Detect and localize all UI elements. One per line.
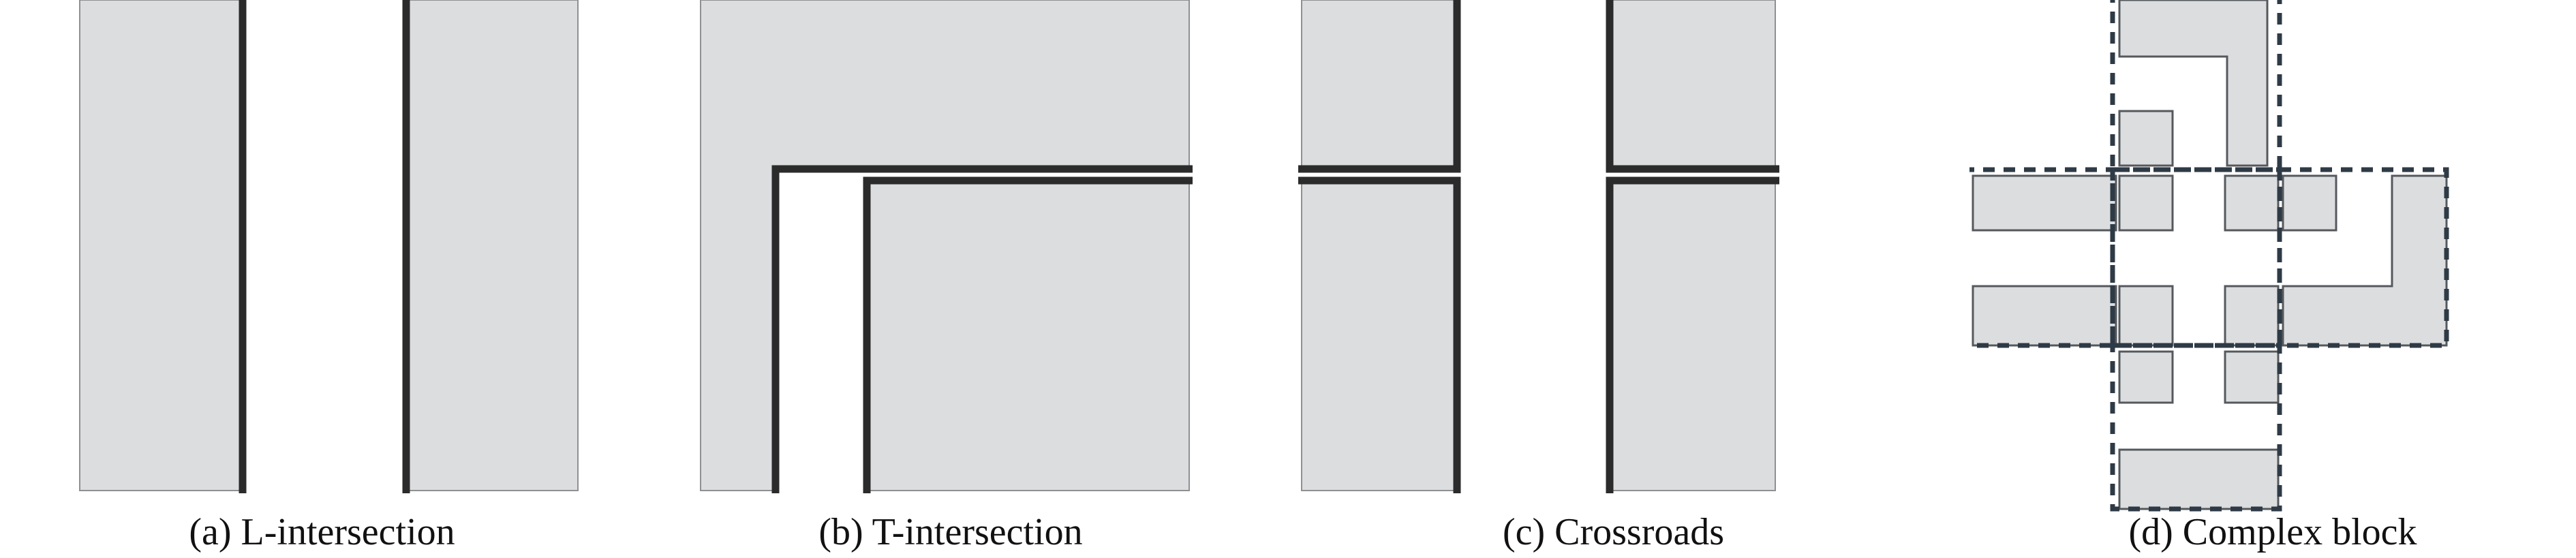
panel-c-canvas (1298, 0, 1779, 493)
parcel-top-small (2118, 110, 2174, 167)
block-left (79, 0, 241, 491)
block-bottom-left (1301, 182, 1456, 491)
parcel-center-sw (2118, 285, 2174, 347)
parcel-bottom-ne (2224, 350, 2280, 404)
panel-a-blocks (79, 0, 579, 491)
block-corner (868, 182, 1190, 491)
block-top-right (1611, 0, 1776, 168)
panel-d-parcels (1972, 0, 2448, 510)
dashed-cell-right (2277, 167, 2449, 348)
parcel-top-l-shape (2118, 0, 2269, 167)
parcel-right-nw (2282, 174, 2337, 232)
panel-c-road-edges (1298, 0, 1779, 493)
caption-panel-a: (a) L-intersection (189, 511, 455, 553)
panel-crossroads: (c) Crossroads (1257, 0, 1969, 558)
dashed-cell-top (2110, 0, 2282, 172)
parcel-bottom-wide (2118, 448, 2280, 510)
parcel-bottom-nw (2118, 350, 2174, 404)
panel-a-road-edges (239, 0, 410, 493)
road-edge-top-left (1298, 0, 1461, 173)
parcel-center-nw (2118, 174, 2174, 232)
parcel-center-ne (2224, 174, 2280, 232)
road-edge-l-block (771, 165, 1193, 493)
parcel-center-se (2224, 285, 2280, 347)
caption-panel-d: (d) Complex block (2128, 511, 2417, 553)
panel-t-intersection: (b) T-intersection (644, 0, 1257, 558)
panel-b-blocks (700, 0, 1190, 491)
parcel-left-lower (1972, 285, 2117, 347)
road-edge-bottom-right (1606, 176, 1779, 493)
dashed-cell-bottom (2110, 343, 2282, 512)
block-bottom-right (1611, 182, 1776, 491)
caption-panel-b: (b) T-intersection (818, 511, 1083, 553)
panel-d-canvas (1969, 0, 2449, 512)
road-edge-top-right (1606, 0, 1779, 173)
panel-complex-block: (d) Complex block (1969, 0, 2576, 558)
road-edge-bottom-left (1298, 176, 1461, 493)
panel-a-canvas (79, 0, 579, 493)
panel-l-intersection: (a) L-intersection (0, 0, 644, 558)
panel-b-road-edges (771, 165, 1193, 493)
block-top-left (1301, 0, 1456, 168)
panel-c-blocks (1301, 0, 1776, 491)
caption-panel-c: (c) Crossroads (1502, 511, 1725, 553)
road-edge-corner-block (863, 176, 1193, 493)
panel-b-canvas (700, 0, 1193, 493)
block-right (408, 0, 579, 491)
panel-d-dashed-cells (1969, 0, 2449, 512)
parcel-left-upper (1972, 174, 2117, 232)
